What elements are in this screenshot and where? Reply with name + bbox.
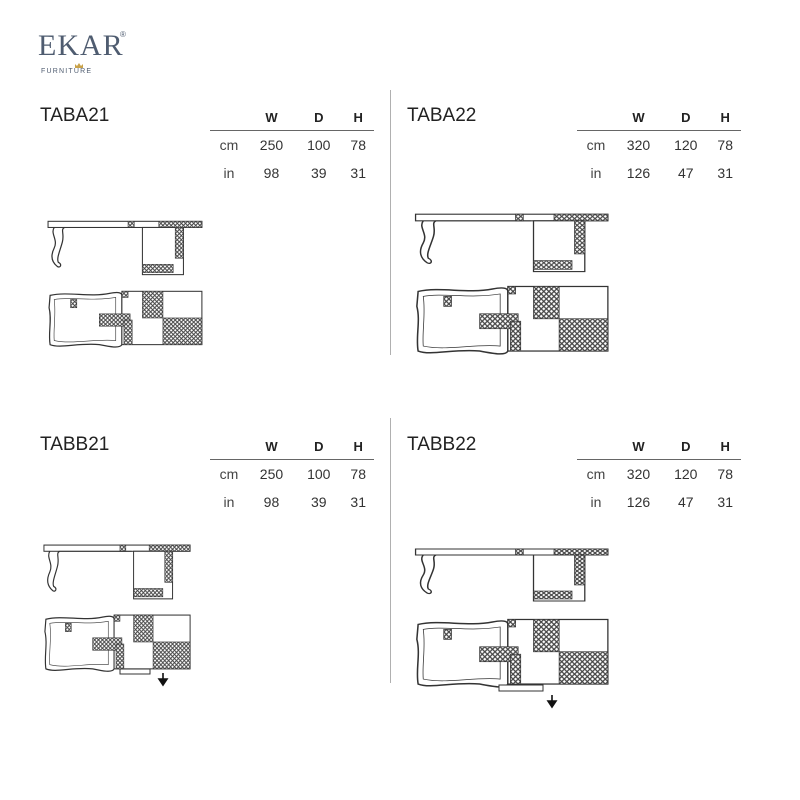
- product-card-taba21: TABA21 W D H cm 250 100 78 in 98 39 31: [40, 104, 400, 404]
- width-cell: 98: [263, 494, 280, 510]
- unit-cell: cm: [586, 466, 606, 482]
- width-cell: 126: [626, 494, 651, 510]
- product-code: TABB21: [40, 434, 110, 455]
- depth-cell: 39: [310, 165, 327, 181]
- depth-cell: 47: [677, 494, 694, 510]
- registered-mark: ®: [120, 30, 126, 39]
- row-in: in 98 39 31: [210, 488, 374, 516]
- height-cell: 31: [350, 494, 366, 510]
- arrow-down-icon: [546, 695, 558, 709]
- depth-cell: 120: [674, 137, 698, 153]
- column-divider-top: [390, 90, 391, 355]
- product-code: TABA22: [407, 105, 477, 126]
- unit-cell: in: [223, 494, 235, 510]
- width-cell: 250: [259, 137, 284, 153]
- header-d: D: [295, 104, 343, 131]
- width-cell: 250: [259, 466, 284, 482]
- dimensions-table: W D H cm 320 120 78 in 126 47 31: [577, 104, 741, 187]
- unit-cell: cm: [586, 137, 606, 153]
- depth-cell: 100: [307, 466, 331, 482]
- product-card-tabb22: TABB22 W D H cm 320 120 78 in 126 47 31: [407, 433, 767, 733]
- header-w: W: [614, 433, 663, 460]
- unit-cell: in: [590, 165, 602, 181]
- side-elevation-drawing: [414, 213, 609, 273]
- product-code: TABB22: [407, 434, 477, 455]
- width-cell: 126: [626, 165, 651, 181]
- width-cell: 320: [626, 466, 651, 482]
- unit-cell: in: [590, 494, 602, 510]
- dimensions-table: W D H cm 320 120 78 in 126 47 31: [577, 433, 741, 516]
- dimensions-table: W D H cm 250 100 78 in 98 39 31: [210, 433, 374, 516]
- product-card-tabb21: TABB21 W D H cm 250 100 78 in 98 39 31: [40, 433, 400, 733]
- unit-cell: cm: [219, 466, 239, 482]
- row-cm: cm 250 100 78: [210, 460, 374, 489]
- extension-arrow-drawing: [498, 684, 558, 709]
- header-h: H: [709, 433, 741, 460]
- dimensions-table: W D H cm 250 100 78 in 98 39 31: [210, 104, 374, 187]
- top-plan-drawing: [416, 618, 609, 688]
- brand-logo: EKAR ® FURNITURE: [38, 28, 128, 80]
- side-elevation-drawing: [47, 220, 203, 276]
- row-cm: cm 320 120 78: [577, 460, 741, 489]
- header-d: D: [662, 433, 710, 460]
- extension-arrow-drawing: [119, 668, 169, 687]
- row-in: in 126 47 31: [577, 488, 741, 516]
- row-in: in 98 39 31: [210, 159, 374, 187]
- product-card-taba22: TABA22 W D H cm 320 120 78 in 126 47 31: [407, 104, 767, 404]
- top-plan-drawing: [48, 290, 203, 348]
- product-code: TABA21: [40, 105, 110, 126]
- width-cell: 320: [626, 137, 651, 153]
- row-cm: cm 320 120 78: [577, 131, 741, 160]
- arrow-down-icon: [157, 673, 169, 687]
- header-w: W: [247, 104, 296, 131]
- side-elevation-drawing: [43, 544, 191, 600]
- width-cell: 98: [263, 165, 280, 181]
- depth-cell: 39: [310, 494, 327, 510]
- depth-cell: 100: [307, 137, 331, 153]
- header-h: H: [342, 433, 374, 460]
- height-cell: 31: [717, 165, 733, 181]
- brand-name: EKAR: [38, 29, 124, 62]
- height-cell: 78: [717, 466, 733, 482]
- unit-cell: cm: [219, 137, 239, 153]
- header-d: D: [295, 433, 343, 460]
- height-cell: 78: [350, 137, 366, 153]
- brand-tagline: FURNITURE: [41, 68, 93, 75]
- top-plan-drawing: [416, 285, 609, 355]
- depth-cell: 120: [674, 466, 698, 482]
- row-in: in 126 47 31: [577, 159, 741, 187]
- row-cm: cm 250 100 78: [210, 131, 374, 160]
- height-cell: 78: [717, 137, 733, 153]
- crown-icon: [75, 63, 83, 68]
- header-d: D: [662, 104, 710, 131]
- unit-cell: in: [223, 165, 235, 181]
- header-w: W: [247, 433, 296, 460]
- height-cell: 78: [350, 466, 366, 482]
- depth-cell: 47: [677, 165, 694, 181]
- height-cell: 31: [350, 165, 366, 181]
- header-h: H: [342, 104, 374, 131]
- top-plan-drawing: [44, 614, 191, 672]
- side-elevation-drawing: [414, 548, 609, 602]
- header-w: W: [614, 104, 663, 131]
- column-divider-bottom: [390, 418, 391, 683]
- height-cell: 31: [717, 494, 733, 510]
- header-h: H: [709, 104, 741, 131]
